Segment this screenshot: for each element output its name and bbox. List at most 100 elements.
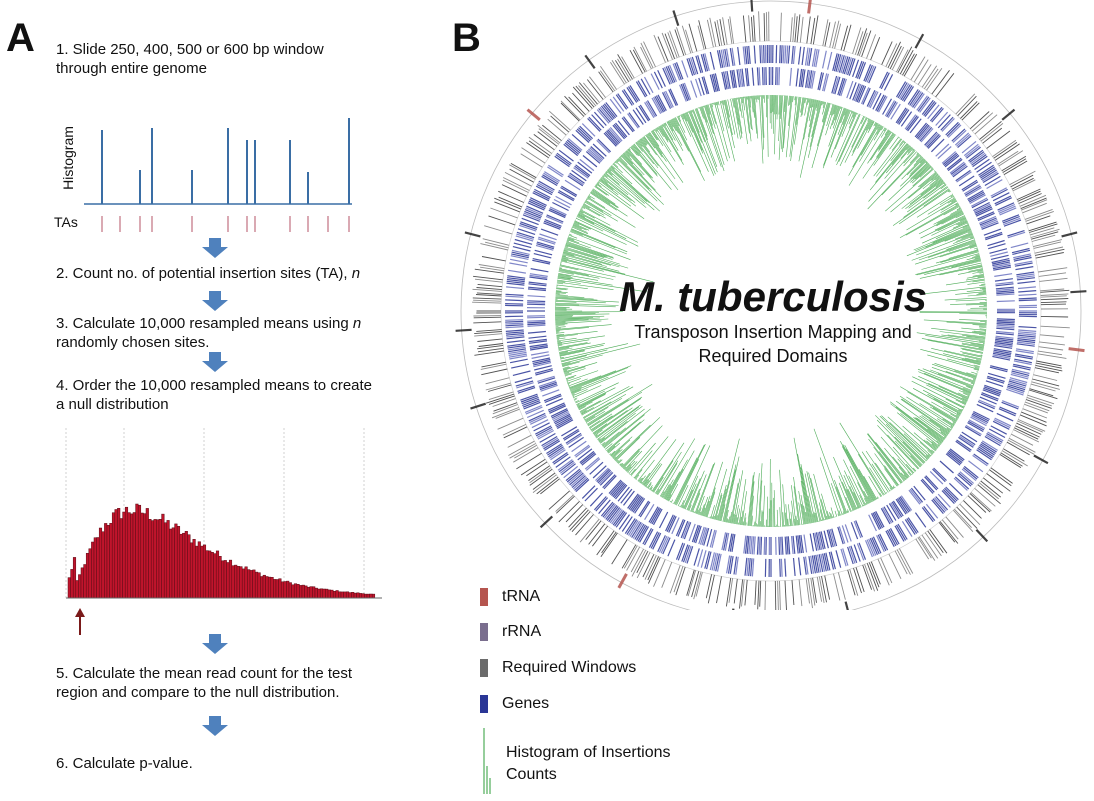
distribution-bar [112,513,115,598]
required-window [561,101,580,120]
distribution-bar [237,566,240,598]
gene-mark [751,558,752,576]
gene-mark [572,134,585,146]
gene-mark [995,279,1013,281]
required-window [513,448,538,463]
insertion-count [692,493,700,512]
distribution-bar [331,590,334,598]
insertion-count [587,199,589,200]
gene-mark [934,468,947,481]
insertion-count [959,319,987,320]
insertion-count [979,341,985,342]
distribution-bar [357,593,360,598]
insertion-count [567,241,569,242]
insertion-count [606,422,640,451]
gene-mark [1018,332,1036,334]
genome-subtitle-line1: Transposon Insertion Mapping and [613,320,933,344]
required-window [648,557,659,581]
required-window [819,577,824,603]
feature-marker [471,404,486,409]
insertion-count [680,506,681,507]
insertion-count [979,326,986,327]
insertion-count [869,468,886,494]
distribution-bar [143,514,146,598]
insertion-count [794,519,795,526]
insertion-count [857,507,858,509]
required-window [954,509,971,528]
step-6: 6. Calculate p-value. [56,754,193,773]
legend-item-required: Required Windows [480,650,636,686]
required-window [979,483,998,499]
legend: tRNA rRNA Required Windows Genes [480,580,636,722]
insertion-count [581,209,583,210]
insertion-count [690,111,716,174]
gene-mark [785,537,786,555]
insertion-count [980,329,987,330]
ta-ticks [102,216,349,232]
gene-mark [651,74,659,90]
insertion-count [953,197,954,198]
insertion-count [805,98,806,103]
required-window [1017,189,1040,200]
step-4: 4. Order the 10,000 resampled means to c… [56,376,372,414]
gene-mark [972,414,988,422]
distribution-bar [123,512,126,598]
required-window [862,31,871,57]
step-1-line2: through entire genome [56,59,324,78]
distribution-bar [159,519,162,598]
distribution-bar [216,551,219,598]
insertion-count [852,111,853,113]
insertion-count [727,518,728,522]
insertion-count [928,242,976,258]
flow-arrow-1 [200,238,230,258]
insertion-count [671,500,673,503]
distribution-bar [156,520,159,598]
gene-mark [957,134,970,146]
insertion-count [574,399,576,400]
required-window [622,545,636,569]
gene-mark [554,200,570,208]
required-window [1041,296,1067,297]
distribution-bar [289,583,292,598]
insertion-count [558,343,587,348]
feature-marker [916,34,924,48]
required-window [728,19,732,44]
insertion-count [648,133,662,154]
feature-marker [456,330,472,331]
required-window [489,216,516,225]
gene-mark [594,497,606,510]
gene-mark [689,524,695,541]
insertion-count [590,429,591,430]
required-window [863,565,872,590]
gene-mark [828,52,832,70]
gene-mark [1018,287,1036,289]
required-window [1039,342,1065,345]
distribution-bar [206,551,209,598]
required-window [797,14,800,42]
insertion-count [627,461,637,472]
distribution-bar [76,581,79,599]
gene-mark [752,536,753,554]
gene-mark [764,67,765,85]
required-window [484,226,512,234]
gene-mark [973,455,988,465]
required-window [745,580,747,606]
gene-mark [794,558,796,576]
gene-mark [1019,300,1037,301]
insertion-count [607,420,644,452]
gene-mark [850,82,856,99]
distribution-bar [221,561,224,598]
distribution-bar [78,575,81,598]
gene-mark [1019,298,1037,299]
required-window [565,96,584,116]
required-window [1041,302,1067,303]
insertion-count [572,372,626,395]
gene-mark [777,67,778,85]
insertion-count [556,332,564,333]
required-window [830,22,836,48]
required-window [871,562,880,585]
legend-swatch-required [480,659,488,677]
gene-mark [550,209,566,217]
distribution-bar [336,591,339,599]
distribution-bar [245,567,248,598]
